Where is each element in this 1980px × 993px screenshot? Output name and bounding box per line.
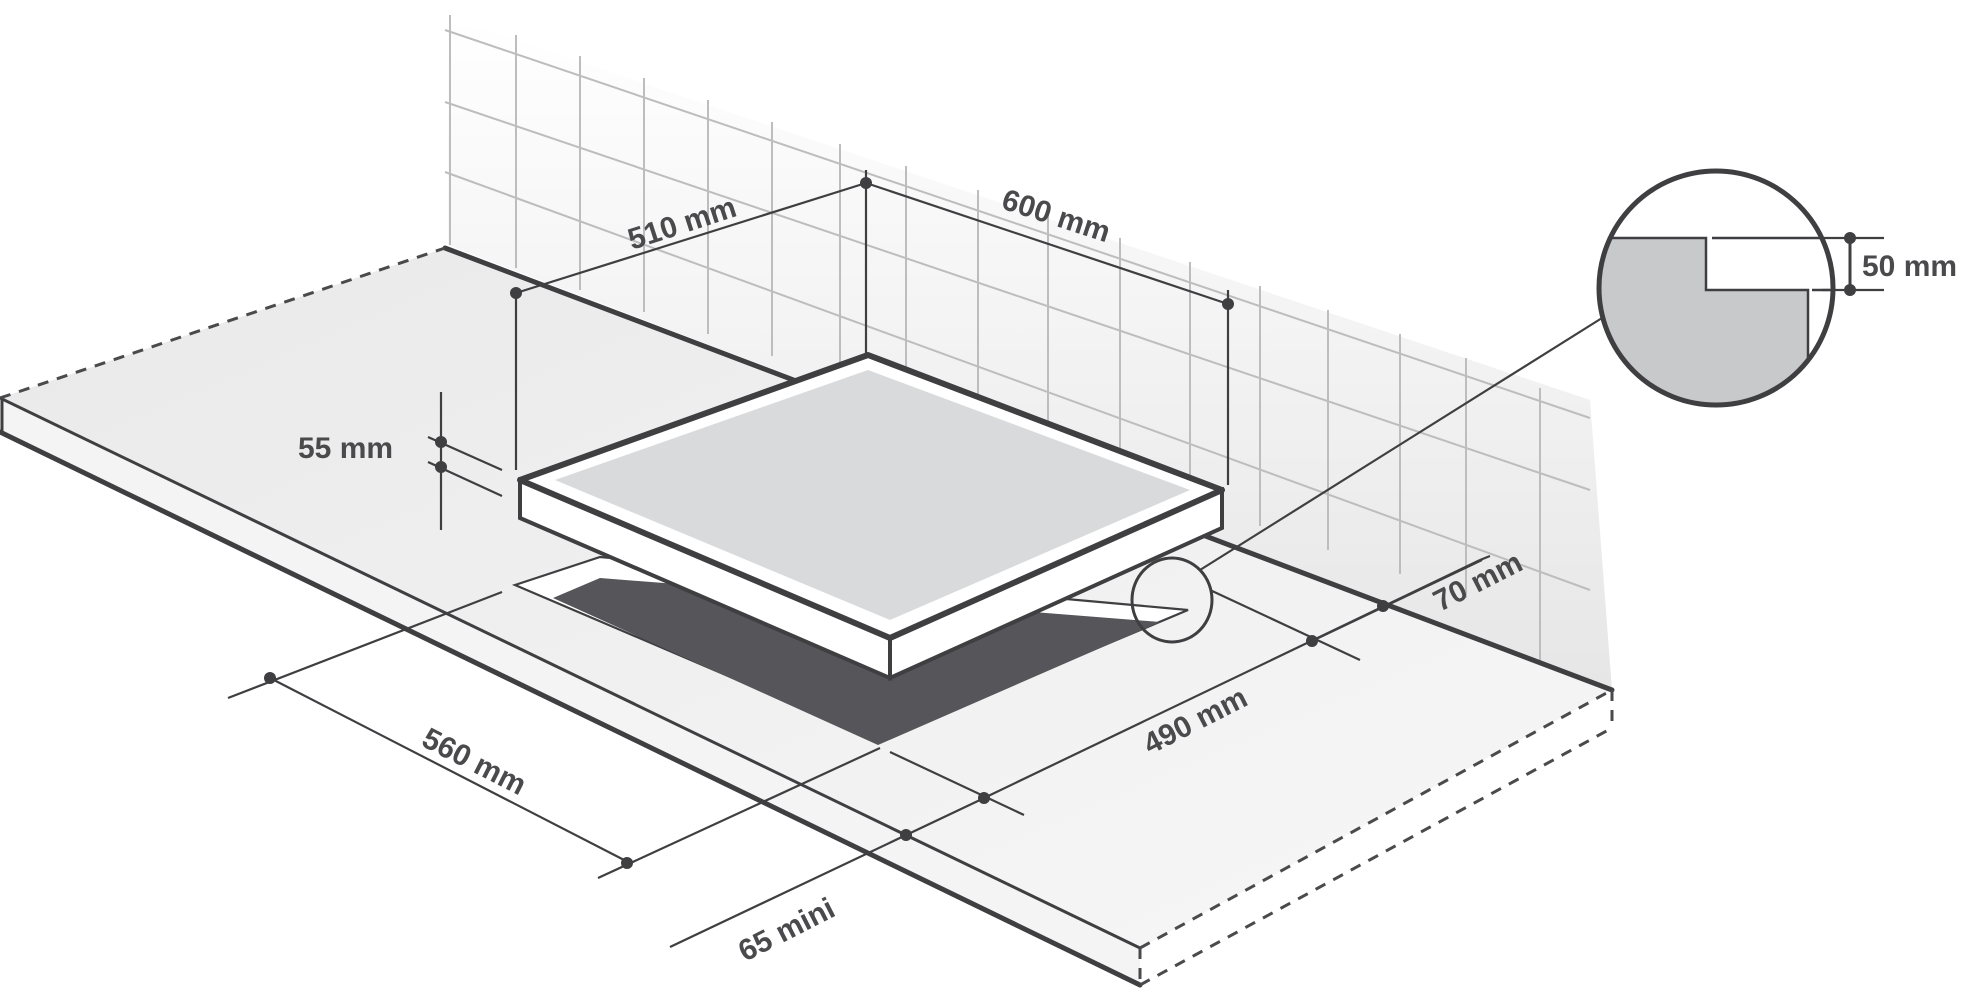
callout-leader xyxy=(1199,317,1603,571)
tile-grid xyxy=(444,15,1591,670)
glass-surface xyxy=(555,370,1190,620)
dim-label-detail-depth: 50 mm xyxy=(1862,250,1957,283)
detail-marker-circle xyxy=(1130,556,1214,644)
dimension-cooktop-height: 55 mm xyxy=(298,392,503,530)
dim-label-front-clearance: 65 mini xyxy=(733,892,840,968)
cooktop xyxy=(517,352,1225,682)
dim-label-cooktop-height: 55 mm xyxy=(298,432,393,465)
tiled-wall xyxy=(444,15,1612,690)
detail-callout: 50 mm xyxy=(1596,168,1957,408)
